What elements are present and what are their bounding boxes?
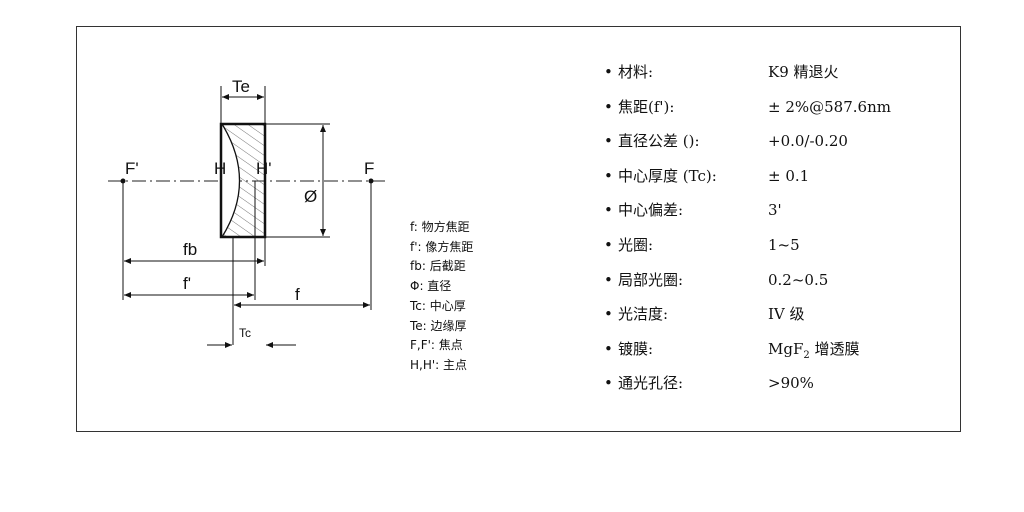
spec-label: 镀膜: [618, 339, 654, 358]
bullet-icon: • [604, 97, 613, 116]
te-label: Te [232, 77, 250, 96]
spec-row-coating: • 镀膜: MgF2 增透膜 [604, 335, 934, 370]
coating-formula: MgF [768, 339, 804, 358]
spec-label: 中心偏差: [618, 201, 684, 220]
legend-item: Tc: 中心厚 [410, 298, 466, 313]
spec-label: 焦距(f'): [618, 97, 675, 116]
spec-label: 材料: [618, 63, 654, 81]
bullet-icon: • [604, 166, 613, 185]
spec-row-material: • 材料: K9 精退火 [604, 58, 934, 93]
spec-label: 局部光圈: [618, 270, 684, 289]
legend-item: f': 像方焦距 [410, 239, 474, 254]
te-dimension [220, 86, 266, 124]
bullet-icon: • [604, 235, 613, 254]
lens-body [219, 122, 267, 239]
spec-label: 中心厚度 (Tc): [618, 166, 717, 185]
extension-lines [122, 181, 372, 346]
symbol-legend: f: 物方焦距 f': 像方焦距 fb: 后截距 Φ: 直径 Tc: 中心厚 T… [410, 218, 550, 376]
legend-item: F,F': 焦点 [410, 338, 463, 353]
bullet-icon: • [604, 201, 613, 220]
spec-label: 直径公差 (): [618, 132, 700, 151]
spec-row-power: • 光圈: 1~5 [604, 231, 934, 266]
spec-value: IV 级 [768, 305, 805, 324]
bullet-icon: • [604, 132, 613, 151]
spec-value: 1~5 [768, 235, 800, 254]
diameter-label: Ø [304, 187, 317, 206]
f-prime-label: f' [183, 274, 191, 293]
spec-value: ± 0.1 [768, 166, 810, 185]
spec-value: ± 2%@587.6nm [768, 97, 891, 116]
f-label: f [295, 285, 300, 304]
h-prime-point-label: H' [256, 159, 272, 178]
spec-value: +0.0/-0.20 [768, 132, 848, 151]
legend-item: fb: 后截距 [410, 259, 466, 274]
bullet-icon: • [604, 63, 613, 81]
diameter-dimension [265, 123, 330, 238]
spec-label: 通光孔径: [618, 374, 684, 393]
legend-item: H,H': 主点 [410, 357, 468, 372]
spec-row-centration: • 中心偏差: 3' [604, 196, 934, 231]
spec-row-surface-quality: • 光洁度: IV 级 [604, 300, 934, 335]
spec-row-clear-aperture: • 通光孔径: >90% [604, 369, 934, 404]
legend-item: Φ: 直径 [410, 279, 452, 294]
figure-frame [76, 26, 961, 432]
spec-value: MgF2 增透膜 [768, 335, 860, 370]
h-point-label: H [214, 159, 226, 178]
f-point-label: F [364, 159, 374, 178]
bullet-icon: • [604, 374, 613, 393]
spec-row-diameter-tolerance: • 直径公差 (): +0.0/-0.20 [604, 127, 934, 162]
spec-label: 光圈: [618, 235, 654, 254]
spec-value: K9 精退火 [768, 63, 839, 81]
spec-row-focal-length: • 焦距(f'): ± 2%@587.6nm [604, 93, 934, 128]
coating-subscript: 2 [803, 349, 810, 361]
spec-label: 光洁度: [618, 305, 669, 324]
legend-item: f: 物方焦距 [410, 220, 470, 234]
tc-label: Tc [239, 326, 251, 340]
spec-list: • 材料: K9 精退火 • 焦距(f'): ± 2%@587.6nm • 直径… [604, 58, 934, 404]
bullet-icon: • [604, 339, 613, 358]
spec-value: 0.2~0.5 [768, 270, 829, 289]
spec-value: 3' [768, 201, 782, 220]
bullet-icon: • [604, 305, 613, 324]
spec-row-center-thickness: • 中心厚度 (Tc): ± 0.1 [604, 162, 934, 197]
bullet-icon: • [604, 270, 613, 289]
spec-row-irregularity: • 局部光圈: 0.2~0.5 [604, 266, 934, 301]
spec-value: >90% [768, 374, 814, 393]
legend-item: Te: 边缘厚 [410, 318, 467, 333]
f-prime-point-label: F' [125, 159, 139, 178]
coating-type: 增透膜 [809, 339, 860, 358]
fb-label: fb [183, 240, 197, 259]
